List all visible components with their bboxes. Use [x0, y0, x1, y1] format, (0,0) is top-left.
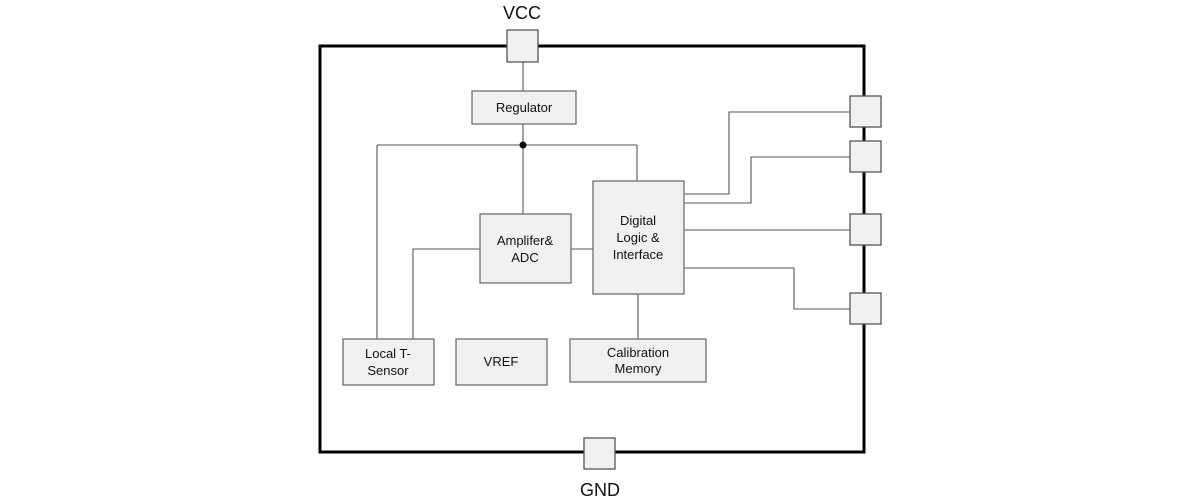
digital-label-line3: Interface: [613, 247, 664, 262]
gnd-pin: [583, 437, 616, 470]
calibration-memory-block: Calibration Memory: [569, 338, 707, 383]
wire-sensor-amp: [412, 248, 480, 339]
amplifier-label-line1: Amplifer&: [497, 233, 554, 248]
sensor-label-line1: Local T-: [365, 346, 411, 361]
sensor-label-line2: Sensor: [367, 363, 409, 378]
amplifier-adc-block: Amplifer& ADC: [479, 213, 572, 284]
calibration-label-line1: Calibration: [607, 345, 669, 360]
amplifier-label-line2: ADC: [511, 250, 538, 265]
regulator-label: Regulator: [496, 100, 553, 115]
side-pin-4: [849, 292, 882, 325]
wire-digital-pin1: [684, 111, 850, 195]
calibration-label-line2: Memory: [615, 361, 662, 376]
wire-digital-pin4: [684, 267, 850, 310]
wires: [376, 62, 850, 339]
side-pin-2: [849, 140, 882, 173]
vref-block: VREF: [455, 338, 548, 386]
vcc-pin: [506, 29, 539, 63]
temperature-sensor-block: Local T- Sensor: [342, 338, 435, 386]
digital-logic-block: Digital Logic & Interface: [592, 180, 685, 295]
side-pin-3: [849, 213, 882, 246]
vcc-label: VCC: [503, 3, 541, 23]
gnd-label: GND: [580, 480, 620, 500]
vref-label: VREF: [484, 354, 519, 369]
wire-digital-pin2: [684, 156, 850, 204]
junction-dot: [519, 141, 527, 149]
digital-label-line1: Digital: [620, 213, 656, 228]
regulator-block: Regulator: [471, 90, 577, 125]
side-pin-1: [849, 95, 882, 128]
digital-label-line2: Logic &: [616, 230, 660, 245]
